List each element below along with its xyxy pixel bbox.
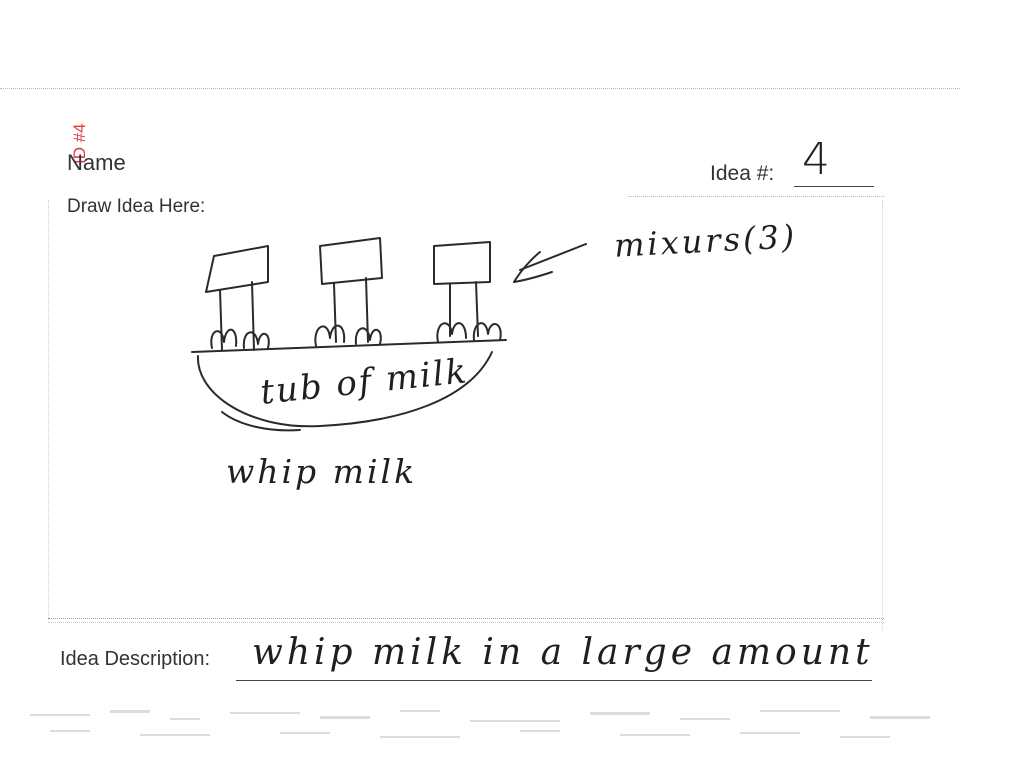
- idea-description-handwritten: whip milk in a large amount: [252, 632, 874, 673]
- section-divider: [48, 618, 884, 619]
- mixer-3: [433, 241, 502, 343]
- milk-tub: [191, 339, 507, 432]
- idea-description-underline: [236, 680, 872, 681]
- idea-number-underline: [794, 186, 874, 187]
- mixer-1: [205, 245, 270, 351]
- idea-number-label: Idea #:: [710, 162, 775, 185]
- mixer-2: [314, 237, 383, 347]
- sketch-caption: whip milk: [226, 452, 418, 491]
- form-left-border: [48, 200, 49, 620]
- scan-bleed-through: [30, 710, 930, 738]
- draw-idea-label: Draw Idea Here:: [67, 196, 206, 217]
- idea-number-faint-rule: [628, 196, 884, 197]
- idea-number-handwritten: 4: [802, 134, 831, 185]
- idea-description-label: Idea Description:: [60, 648, 211, 670]
- form-top-border: [0, 88, 960, 89]
- arrow-to-mixers: [513, 243, 587, 283]
- form-right-border: [882, 200, 883, 630]
- name-label: Name: [67, 150, 126, 175]
- section-divider-shadow: [48, 622, 884, 623]
